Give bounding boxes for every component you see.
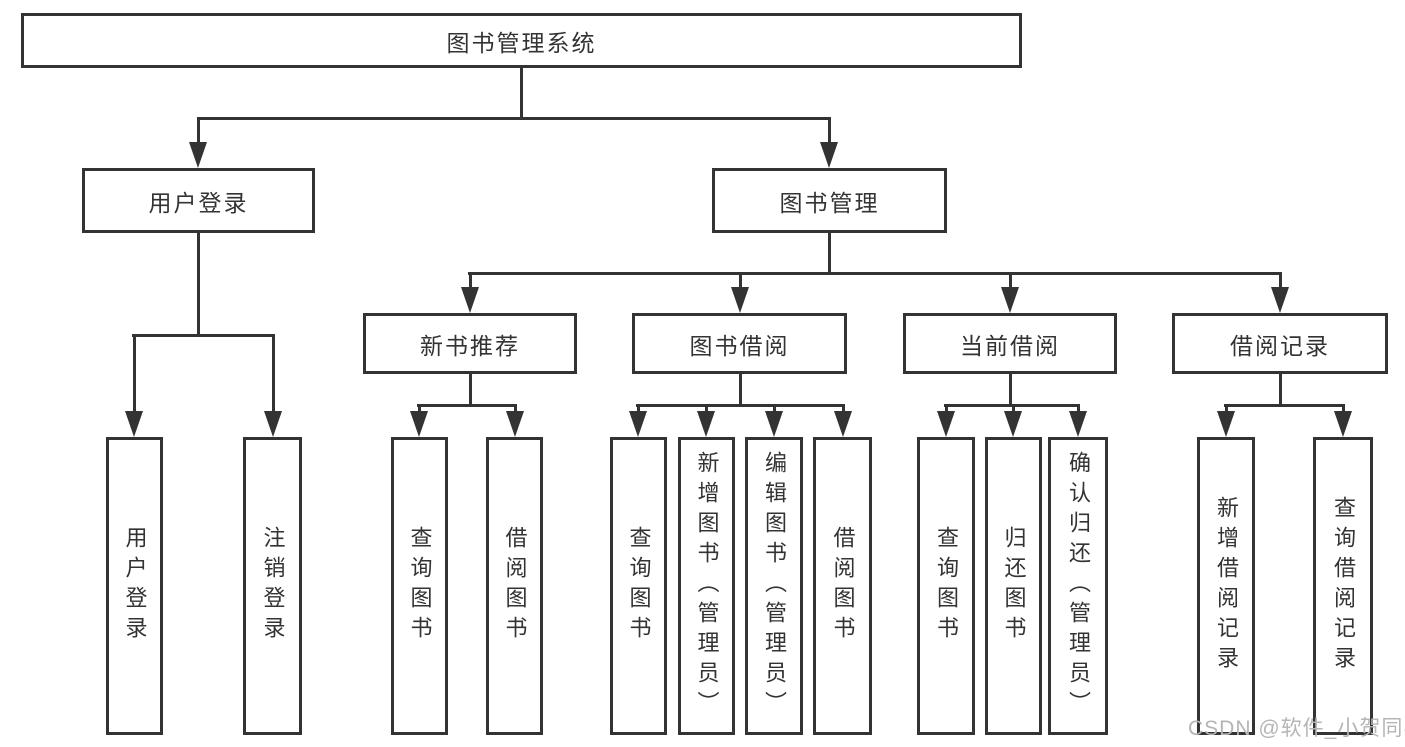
node-borrow-records-label: 借阅记录 bbox=[1230, 332, 1330, 359]
arrow-down-icon bbox=[1001, 287, 1019, 313]
node-book-borrow-label: 图书借阅 bbox=[689, 332, 790, 359]
node-current-borrow-label: 当前借阅 bbox=[960, 332, 1060, 359]
leaf-add-book-admin-label: 新增图书（管理员） bbox=[694, 451, 720, 721]
connector-stem bbox=[738, 374, 742, 407]
node-current-borrow: 当前借阅 bbox=[903, 313, 1117, 374]
leaf-borrow-books-recommend: 借阅图书 bbox=[486, 437, 543, 735]
arrow-down-icon bbox=[189, 142, 207, 168]
connector-arrow-shaft bbox=[841, 404, 845, 414]
leaf-query-books-current: 查询图书 bbox=[917, 437, 975, 735]
connector-arrow-shaft bbox=[417, 404, 421, 414]
node-root: 图书管理系统 bbox=[21, 13, 1022, 68]
connector-arrow-shaft bbox=[1011, 404, 1015, 414]
connector-stem bbox=[1008, 374, 1012, 407]
connector-l3-hline bbox=[468, 272, 1281, 275]
connector-arrow-shaft bbox=[827, 118, 831, 145]
node-user-login: 用户登录 bbox=[82, 168, 315, 233]
leaf-edit-book-admin-label: 编辑图书（管理员） bbox=[762, 451, 787, 721]
connector-arrow-shaft bbox=[636, 404, 640, 414]
watermark: CSDN @软件_小贺同学 bbox=[1188, 717, 1405, 740]
arrow-down-icon bbox=[629, 411, 647, 437]
leaf-query-books-recommend-label: 查询图书 bbox=[407, 526, 433, 646]
leaf-borrow-books-label: 借阅图书 bbox=[830, 526, 856, 646]
connector-user-login-hline bbox=[132, 334, 275, 337]
arrow-down-icon bbox=[1004, 411, 1022, 437]
connector-arrow-shaft bbox=[738, 272, 742, 288]
node-book-management: 图书管理 bbox=[712, 168, 947, 233]
node-book-management-label: 图书管理 bbox=[779, 189, 880, 216]
node-borrow-records: 借阅记录 bbox=[1172, 313, 1388, 374]
arrow-down-icon bbox=[461, 287, 479, 313]
leaf-add-book-admin: 新增图书（管理员） bbox=[678, 437, 735, 735]
node-book-borrow: 图书借阅 bbox=[632, 313, 847, 374]
connector-arrow-shaft bbox=[704, 404, 708, 414]
node-root-label: 图书管理系统 bbox=[446, 29, 597, 56]
leaf-user-login: 用户登录 bbox=[106, 437, 163, 735]
leaf-add-borrow-record: 新增借阅记录 bbox=[1197, 437, 1255, 735]
arrow-down-icon bbox=[1069, 411, 1087, 437]
leaf-user-login-label: 用户登录 bbox=[122, 526, 148, 646]
connector-arrow-shaft bbox=[132, 334, 136, 411]
leaf-query-borrow-record: 查询借阅记录 bbox=[1313, 437, 1373, 735]
connector-arrow-shaft bbox=[271, 334, 275, 411]
connector-l1-hline bbox=[197, 117, 831, 120]
arrow-down-icon bbox=[1334, 411, 1352, 437]
leaf-add-borrow-record-label: 新增借阅记录 bbox=[1214, 496, 1239, 676]
leaf-query-books-current-label: 查询图书 bbox=[934, 526, 959, 646]
leaf-edit-book-admin: 编辑图书（管理员） bbox=[745, 437, 803, 735]
arrow-down-icon bbox=[264, 411, 282, 437]
connector-stem bbox=[468, 374, 472, 407]
leaf-borrow-books-recommend-label: 借阅图书 bbox=[502, 526, 528, 646]
connector-arrow-shaft bbox=[513, 404, 517, 414]
arrow-down-icon bbox=[937, 411, 955, 437]
connector-arrow-shaft bbox=[1008, 272, 1012, 288]
node-new-book-recommend: 新书推荐 bbox=[363, 313, 577, 374]
leaf-query-books-borrow: 查询图书 bbox=[610, 437, 667, 735]
leaf-query-books-recommend: 查询图书 bbox=[391, 437, 448, 735]
connector-hline bbox=[417, 404, 516, 407]
connector-hline bbox=[1224, 404, 1344, 407]
leaf-confirm-return-admin-label: 确认归还（管理员） bbox=[1066, 451, 1091, 721]
connector-user-login-stem bbox=[196, 233, 200, 337]
connector-arrow-shaft bbox=[772, 404, 776, 414]
node-user-login-label: 用户登录 bbox=[148, 189, 249, 216]
connector-arrow-shaft bbox=[1341, 404, 1345, 414]
connector-arrow-shaft bbox=[1278, 272, 1282, 288]
leaf-logout: 注销登录 bbox=[243, 437, 302, 735]
arrow-down-icon bbox=[410, 411, 428, 437]
leaf-logout-label: 注销登录 bbox=[260, 526, 286, 646]
node-new-book-recommend-label: 新书推荐 bbox=[420, 332, 520, 359]
connector-arrow-shaft bbox=[468, 272, 472, 288]
connector-root-stem bbox=[520, 68, 523, 119]
leaf-confirm-return-admin: 确认归还（管理员） bbox=[1048, 437, 1108, 735]
arrow-down-icon bbox=[125, 411, 143, 437]
leaf-query-books-borrow-label: 查询图书 bbox=[626, 526, 652, 646]
connector-arrow-shaft bbox=[196, 118, 200, 145]
arrow-down-icon bbox=[506, 411, 524, 437]
leaf-return-book: 归还图书 bbox=[985, 437, 1042, 735]
arrow-down-icon bbox=[697, 411, 715, 437]
arrow-down-icon bbox=[1271, 287, 1289, 313]
leaf-borrow-books: 借阅图书 bbox=[813, 437, 872, 735]
connector-arrow-shaft bbox=[944, 404, 948, 414]
connector-arrow-shaft bbox=[1076, 404, 1080, 414]
connector-arrow-shaft bbox=[1224, 404, 1228, 414]
leaf-return-book-label: 归还图书 bbox=[1001, 526, 1027, 646]
arrow-down-icon bbox=[765, 411, 783, 437]
arrow-down-icon bbox=[834, 411, 852, 437]
arrow-down-icon bbox=[731, 287, 749, 313]
arrow-down-icon bbox=[1217, 411, 1235, 437]
arrow-down-icon bbox=[820, 142, 838, 168]
connector-stem bbox=[1278, 373, 1282, 407]
leaf-query-borrow-record-label: 查询借阅记录 bbox=[1331, 496, 1356, 676]
connector-hline bbox=[636, 404, 844, 407]
connector-book-management-stem bbox=[827, 233, 831, 275]
